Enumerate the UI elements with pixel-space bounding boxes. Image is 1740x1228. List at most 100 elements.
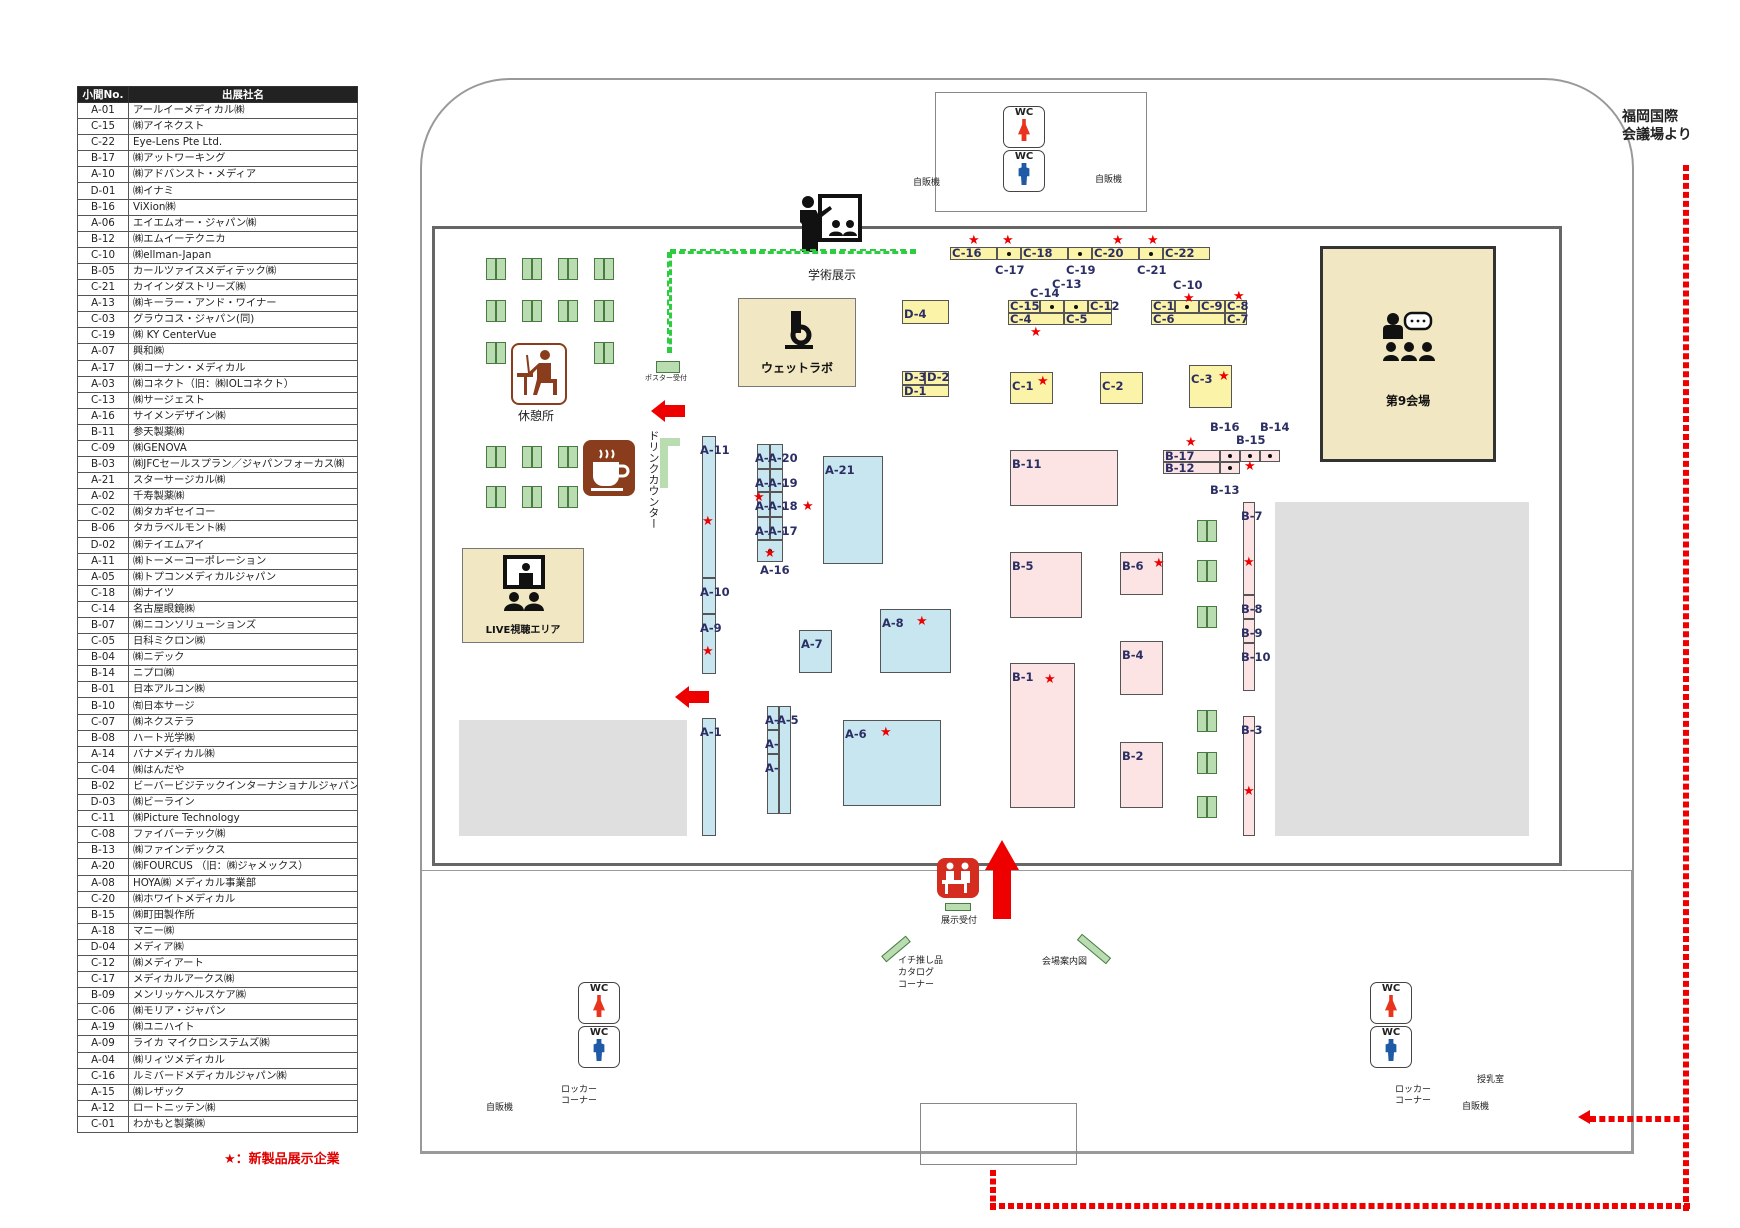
booth-marker-dot — [1050, 304, 1054, 309]
booth-label: B-17 — [1165, 449, 1195, 463]
booth-b-5[interactable] — [1010, 552, 1082, 618]
booth-b-17[interactable] — [1163, 450, 1220, 462]
booth-label: C-1 — [1012, 379, 1034, 393]
booth-b-4[interactable] — [1120, 641, 1163, 695]
wc-men-southeast: WC — [1370, 1026, 1412, 1068]
booth-b-6[interactable] — [1120, 552, 1163, 595]
booth-c-3[interactable] — [1189, 365, 1232, 408]
exhibitor-name: HOYA㈱ メディカル事業部 — [128, 874, 358, 892]
wc-women-north: WC — [1003, 106, 1045, 148]
booth-number: A-14 — [77, 745, 129, 763]
booth-d-2[interactable] — [925, 371, 949, 385]
booth-c-18[interactable] — [1021, 247, 1068, 260]
booth-c-22[interactable] — [1163, 247, 1210, 260]
booth-b-1[interactable] — [1010, 663, 1075, 808]
booth-a-13[interactable] — [757, 469, 770, 492]
wet-lab-area: ウェットラボ — [738, 298, 856, 387]
booth-c-15[interactable] — [1008, 300, 1040, 313]
booth-a-9[interactable] — [702, 614, 716, 674]
booth-b-8[interactable] — [1243, 595, 1255, 619]
booth-a-17[interactable] — [770, 517, 783, 540]
booth-a-5[interactable] — [779, 706, 791, 814]
nursing-room-label: 授乳室 — [1477, 1075, 1505, 1085]
academic-exhibit-label: 学術展示 — [808, 268, 857, 282]
booth-a-2[interactable] — [767, 754, 779, 814]
live-viewing-area: LIVE視聴エリア — [462, 548, 584, 643]
booth-label: C-9 — [1201, 299, 1223, 313]
table-row: B-03㈱JFCセールスプラン／ジャパンフォーカス㈱ — [77, 456, 358, 474]
booth-d-3[interactable] — [902, 371, 925, 385]
booth-number: A-05 — [77, 568, 129, 586]
booth-a-11[interactable] — [702, 436, 716, 578]
booth-d-4[interactable] — [902, 300, 949, 324]
coffee-cup-icon — [583, 440, 635, 496]
booth-c-1[interactable] — [1010, 372, 1053, 404]
booth-a-6[interactable] — [843, 720, 941, 806]
booth-c-9[interactable] — [1199, 300, 1225, 313]
north-service-block — [935, 92, 1147, 212]
booth-a-1[interactable] — [702, 718, 716, 836]
booth-label: D-3 — [904, 370, 927, 384]
booth-a-18[interactable] — [770, 492, 783, 517]
table-group — [486, 258, 506, 280]
table-group — [522, 258, 542, 280]
booth-a-4[interactable] — [767, 706, 779, 730]
poster-reception-label: ポスター受付 — [645, 374, 687, 382]
booth-a-3[interactable] — [767, 730, 779, 754]
booth-a-10[interactable] — [702, 578, 716, 614]
exhibitor-name: メディカルアークス㈱ — [128, 971, 358, 989]
booth-number: B-16 — [77, 198, 129, 216]
booth-d-1[interactable] — [902, 385, 949, 397]
booth-c-2[interactable] — [1100, 372, 1143, 404]
booth-c-6[interactable] — [1151, 313, 1225, 325]
booth-marker-dot — [1007, 251, 1011, 256]
booth-b-11[interactable] — [1010, 450, 1118, 506]
table-group — [486, 300, 506, 322]
booth-label: D-1 — [904, 384, 927, 398]
booth-number: C-09 — [77, 439, 129, 458]
booth-a-15[interactable] — [757, 517, 770, 540]
table-row: A-05㈱トプコンメディカルジャパン — [77, 568, 358, 586]
booth-c-5[interactable] — [1064, 313, 1112, 325]
booth-b-2[interactable] — [1120, 742, 1163, 808]
booth-label: B-11 — [1012, 457, 1042, 471]
locker-corner-label: ロッカー コーナー — [1395, 1085, 1432, 1106]
booth-label: C-22 — [1165, 246, 1195, 260]
exhibitor-name: ㈱ファインデックス — [128, 842, 358, 860]
booth-a-7[interactable] — [799, 630, 832, 673]
new-product-star-icon: ★ — [702, 644, 714, 659]
booth-c-7[interactable] — [1225, 313, 1247, 325]
booth-b-3[interactable] — [1243, 716, 1255, 836]
booth-a-21[interactable] — [823, 456, 883, 564]
table-group — [1197, 560, 1217, 582]
booth-label: C-16 — [952, 246, 982, 260]
booth-a-12[interactable] — [757, 444, 770, 469]
booth-c-12[interactable] — [1088, 300, 1112, 313]
booth-b-10[interactable] — [1243, 643, 1255, 691]
rest-area-label: 休憩所 — [518, 409, 555, 423]
booth-c-16[interactable] — [950, 247, 997, 260]
booth-c-4[interactable] — [1008, 313, 1064, 325]
booth-a-19[interactable] — [770, 469, 783, 492]
booth-number: A-18 — [77, 922, 129, 940]
booth-number: B-10 — [77, 697, 129, 715]
booth-c-20[interactable] — [1092, 247, 1139, 260]
reserved-area-southwest — [459, 720, 687, 836]
academic-exhibit-icon — [798, 194, 862, 256]
booth-number: D-02 — [77, 536, 129, 554]
booth-c-8[interactable] — [1225, 300, 1247, 313]
booth-label: B-4 — [1122, 648, 1144, 662]
booth-a-8[interactable] — [880, 609, 951, 673]
booth-b-9[interactable] — [1243, 619, 1255, 643]
booth-b-7[interactable] — [1243, 502, 1255, 595]
new-product-star-icon: ★ — [968, 233, 980, 248]
booth-a-20[interactable] — [770, 444, 783, 469]
wc-men-north: WC — [1003, 150, 1045, 192]
route-bottom — [990, 1203, 1690, 1209]
table-row: C-02㈱タカギセイコー — [77, 504, 358, 522]
booth-b-12[interactable] — [1163, 462, 1220, 474]
booth-a-14[interactable] — [757, 492, 770, 517]
booth-c-11[interactable] — [1151, 300, 1175, 313]
